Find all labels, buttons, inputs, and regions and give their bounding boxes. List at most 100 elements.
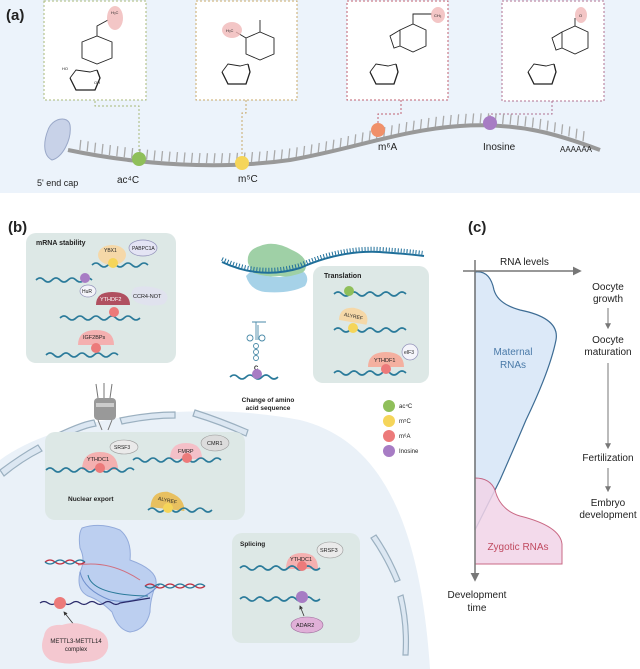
rna-base (419, 119, 423, 130)
structure-box-inosine: O (501, 0, 605, 102)
protein-igf2bps (78, 330, 114, 345)
zygotic-label: Zygotic RNAs (487, 542, 548, 553)
x-axis-label: RNA levels (500, 257, 549, 268)
rna-base (317, 142, 320, 154)
m6a-dot (95, 463, 105, 473)
m6a-dot (297, 561, 307, 571)
rna-base (361, 132, 364, 143)
writer-label-1: METTL3-METTL14 (50, 639, 102, 645)
stage-oocyte-growth-1: Oocyte (592, 282, 624, 293)
panel-c: (c) RNA levels Development time Maternal… (448, 219, 637, 614)
legend-swatch-m6a (383, 430, 395, 442)
rna-base (479, 113, 482, 124)
panel-a: (a) H₃C OH HO H₃C (0, 0, 640, 193)
label-alyref: ALYREF (343, 312, 363, 322)
rna-base (213, 153, 216, 164)
mrna-strand (59, 315, 141, 321)
m5c-dot (163, 503, 173, 513)
mrna-strand (132, 457, 222, 463)
rna-base (568, 126, 571, 137)
label-ythdc1: YTHDC1 (87, 457, 109, 463)
rna-base (220, 153, 224, 164)
stage-oocyte-maturation-1: Oocyte (592, 335, 624, 346)
rna-base (442, 115, 445, 126)
splicing-box: Splicing YTHDC1 SRSF3 ADAR2 (232, 533, 360, 643)
rna-base (93, 142, 97, 153)
rna-base (280, 149, 283, 160)
inosine-dot (252, 369, 262, 379)
zygotic-rna-area (474, 477, 563, 565)
rna-base (108, 145, 112, 156)
m6a-highlight (431, 7, 445, 23)
legend-label-m6a: m⁶A (399, 433, 410, 440)
protein-srsf3 (316, 541, 344, 559)
label-ythdc1: YTHDC1 (290, 557, 312, 563)
structure-box-m6a: CH₃ (346, 0, 449, 101)
rna-base (86, 141, 89, 152)
cap-label: 5' end cap (37, 178, 78, 188)
rna-base (205, 153, 209, 164)
legend-label-m5c: m⁵C (399, 418, 411, 425)
rna-base (160, 151, 164, 162)
m5c-dot (108, 258, 118, 268)
mrna-strand (333, 370, 407, 376)
rna-base (145, 149, 149, 160)
mrna-stability-title: mRNA stability (36, 240, 86, 247)
ac4c-dot (344, 286, 354, 296)
m5c-highlight (222, 22, 242, 38)
legend-label-inosine: Inosine (399, 449, 419, 455)
label-srsf3: SRSF3 (114, 445, 130, 451)
mrna-strand (45, 352, 119, 358)
protein-ythdc1 (82, 452, 118, 470)
rna-base (339, 137, 342, 148)
rna-base (346, 136, 350, 147)
mrna-strand (91, 262, 149, 268)
rna-base (560, 124, 564, 135)
rna-base (190, 152, 194, 163)
label-eif3: eIF3 (404, 350, 414, 356)
m5c-group: H₃C (226, 28, 234, 33)
rna-base (295, 147, 298, 158)
mrna-strand (147, 507, 213, 513)
rna-base (250, 152, 254, 163)
connector-m6a (377, 100, 402, 125)
ac4c-highlight (107, 6, 123, 30)
rna-base (427, 117, 430, 129)
rna-base (546, 120, 549, 131)
rna-base (116, 146, 119, 157)
amino-acid-title-2: acid sequence (246, 405, 291, 412)
m6a-dot (91, 343, 101, 353)
rna-base (464, 113, 467, 124)
m6a-dot (54, 597, 66, 609)
m5c-dot (348, 323, 358, 333)
protein-eif3 (401, 343, 419, 361)
protein-adar2 (290, 616, 324, 634)
rna-base (368, 130, 371, 141)
label-ybx1: YBX1 (104, 248, 117, 254)
rna-base (79, 139, 82, 151)
mod-dot-m6a (371, 123, 385, 137)
nuclear-export-box: Nuclear export SRSF3 YTHDC1 FMRP CMR1 AL… (45, 432, 245, 520)
mrna-strand (45, 467, 135, 473)
translation-title: Translation (324, 273, 361, 280)
stage-oocyte-growth-2: growth (593, 294, 623, 305)
y-axis-label-2: time (468, 603, 487, 614)
amino-acid-title-1: Change of amino (242, 397, 295, 404)
protein-ybx1 (98, 245, 126, 265)
ho-label: HO (62, 66, 68, 71)
legend-swatch-ac4c (383, 400, 395, 412)
panel-c-label: (c) (468, 219, 486, 236)
rna-base (516, 115, 520, 126)
inosine-highlight (575, 7, 587, 23)
y-axis-label-1: Development (448, 590, 507, 601)
label-ac4c: ac⁴C (117, 175, 139, 186)
writer-complex-icon (42, 623, 109, 664)
rna-base (310, 144, 313, 155)
rna-base (531, 117, 535, 128)
stage-embryo-2: development (579, 510, 636, 521)
m6a-dot (182, 453, 192, 463)
protein-fmrp (170, 443, 202, 459)
protein-hur (79, 284, 97, 298)
rna-base (412, 120, 415, 131)
inosine-dot (80, 273, 90, 283)
